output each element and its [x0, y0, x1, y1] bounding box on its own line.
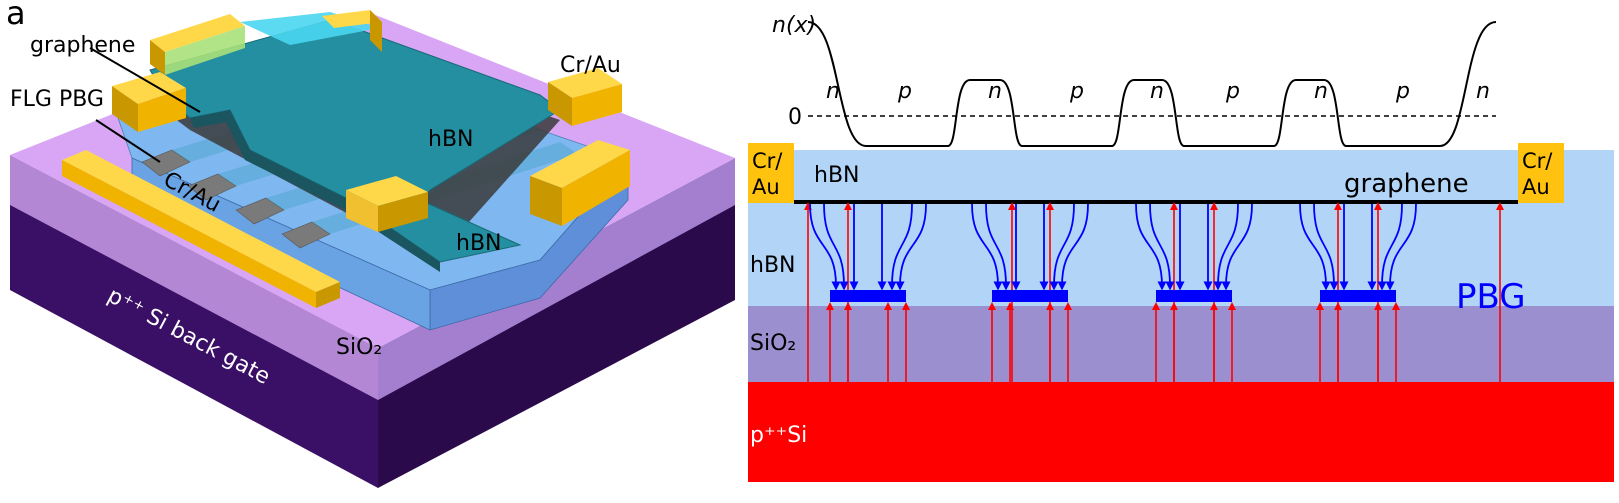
- field-line-blue-curved: [1149, 203, 1175, 291]
- contact-right-label-2: Au: [1522, 175, 1550, 199]
- field-line-blue-curved: [1313, 203, 1339, 291]
- field-line-blue-curved: [887, 203, 913, 291]
- contact-left: [748, 143, 794, 203]
- hbn-top-label: hBN: [814, 163, 860, 188]
- pbg-strips: [141, 149, 331, 249]
- field-line-blue-curved: [1377, 203, 1403, 291]
- field-line-blue-curved: [1213, 203, 1239, 291]
- field-line-blue-curved: [823, 203, 849, 291]
- si-layer: [748, 382, 1614, 482]
- nx-label: n(x): [772, 13, 816, 38]
- pbg-gate-bar: [830, 290, 906, 302]
- field-line-blue-curved: [1049, 203, 1075, 291]
- region-label-n: n: [1314, 79, 1328, 104]
- field-line-blue-curved: [1135, 203, 1167, 291]
- pbg-gates: [830, 290, 1396, 302]
- carrier-density-curve: [807, 21, 1497, 147]
- region-label-n: n: [826, 79, 840, 104]
- region-label-p: p: [897, 79, 912, 104]
- field-line-blue-curved: [985, 203, 1011, 291]
- zero-label: 0: [788, 105, 802, 130]
- contact-right-label-1: Cr/: [1522, 149, 1553, 173]
- region-label-p: p: [1225, 79, 1240, 104]
- contact-left-label-1: Cr/: [752, 149, 783, 173]
- pbg-gate-bar: [992, 290, 1068, 302]
- contact-right: [1518, 143, 1564, 203]
- field-line-blue-curved: [1221, 203, 1253, 291]
- sio2-label: SiO₂: [336, 335, 382, 360]
- region-label-p: p: [1395, 79, 1410, 104]
- graphene-label: graphene: [1344, 169, 1469, 199]
- sio2-label: SiO₂: [750, 331, 796, 356]
- field-line-blue-curved: [1057, 203, 1089, 291]
- flg-pbg-label: FLG PBG: [10, 87, 104, 112]
- graphene-leader: [89, 47, 201, 113]
- field-line-blue-curved: [1385, 203, 1417, 291]
- region-label-n: n: [1150, 79, 1164, 104]
- hbn-top-layer: [748, 150, 1614, 202]
- pbg-gate-bar: [1320, 290, 1396, 302]
- panel-a-device-schematic: a graphene FLG PBG Cr/Au hBN hBN Cr/Au p…: [0, 0, 740, 503]
- region-label-n: n: [1476, 79, 1490, 104]
- si-layer-front-right: [378, 202, 735, 488]
- hbn-top-label: hBN: [428, 127, 474, 152]
- device-3d-illustration: a graphene FLG PBG Cr/Au hBN hBN Cr/Au p…: [6, 0, 735, 488]
- cr-au-right-label: Cr/Au: [560, 53, 621, 78]
- sio2-layer: [748, 306, 1614, 382]
- region-label-p: p: [1069, 79, 1084, 104]
- field-line-blue-curved: [895, 203, 927, 291]
- field-lines-blue: [809, 203, 1417, 291]
- si-layer-front-left: [10, 200, 378, 488]
- graphene-label: graphene: [30, 33, 135, 58]
- hbn-top-side: [190, 110, 440, 272]
- sio2-layer-front-left: [10, 155, 378, 400]
- pbg-gate-bar: [1156, 290, 1232, 302]
- field-line-blue-curved: [1299, 203, 1331, 291]
- gold-contacts: [62, 10, 630, 308]
- field-line-blue-curved: [809, 203, 841, 291]
- hbn-bottom-label: hBN: [750, 253, 796, 278]
- contact-left-label-2: Au: [752, 175, 780, 199]
- pbg-leader: [95, 119, 161, 163]
- hbn-bottom-label: hBN: [456, 231, 502, 256]
- field-line-blue-curved: [971, 203, 1003, 291]
- panel-a-letter: a: [6, 0, 26, 32]
- pbg-label: PBG: [1456, 277, 1526, 317]
- region-label-n: n: [988, 79, 1002, 104]
- si-label: p⁺⁺Si: [750, 423, 807, 448]
